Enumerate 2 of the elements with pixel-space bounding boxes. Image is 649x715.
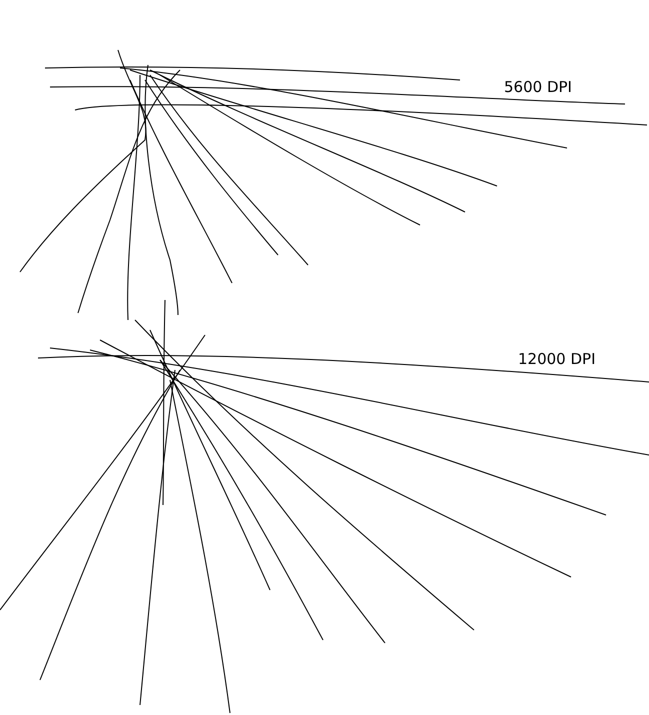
- dpi-label: 12000 DPI: [518, 350, 596, 368]
- dpi-label: 5600 DPI: [504, 78, 572, 96]
